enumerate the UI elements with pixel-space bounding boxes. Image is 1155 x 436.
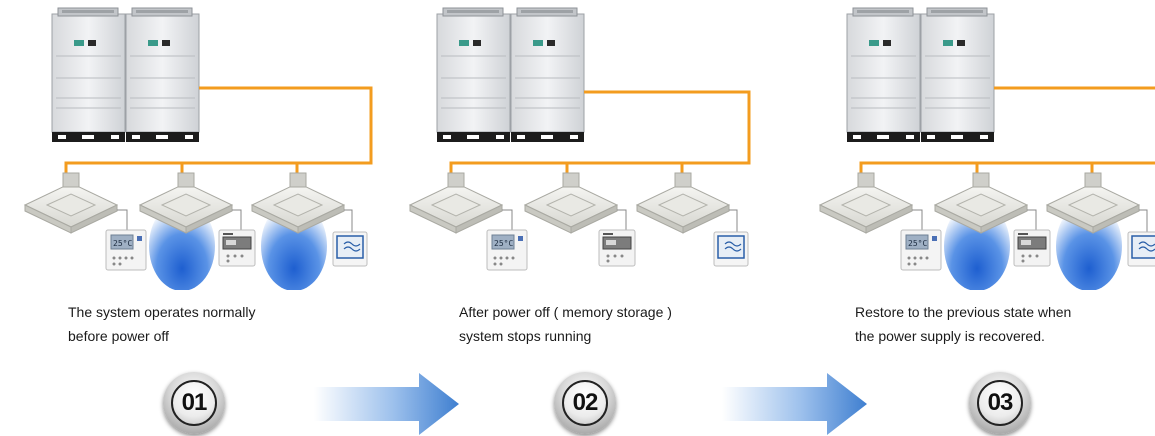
outdoor-unit [125, 7, 200, 143]
wired-controller-icon [713, 231, 749, 267]
step-badge-01: 01 [163, 372, 225, 434]
step-3-caption: Restore to the previous state when the p… [855, 300, 1071, 348]
wired-controller-icon [900, 229, 942, 271]
next-step-arrow-icon [314, 373, 459, 435]
step-number: 03 [987, 389, 1014, 416]
outdoor-unit [510, 7, 585, 143]
caption-line: The system operates normally [68, 304, 256, 320]
step-2-vrf-system-diagram [409, 7, 751, 271]
outdoor-unit [846, 7, 921, 143]
indoor-cassette-unit [819, 172, 913, 234]
step-3-vrf-system-diagram [819, 7, 1155, 290]
wired-controller-icon [1127, 231, 1155, 267]
step-badge-02: 02 [554, 372, 616, 434]
wired-controller-icon [218, 229, 256, 267]
indoor-cassette-unit [24, 172, 118, 234]
step-number: 02 [572, 389, 599, 416]
outdoor-unit [51, 7, 126, 143]
outdoor-unit [436, 7, 511, 143]
caption-line: After power off ( memory storage ) [459, 304, 672, 320]
step-3-panel: Restore to the previous state when the p… [795, 0, 1155, 436]
next-step-arrow-icon [722, 373, 867, 435]
wired-controller-icon [332, 231, 368, 267]
step-1-caption: The system operates normally before powe… [68, 300, 256, 348]
indoor-cassette-unit [636, 172, 730, 234]
indoor-cassette-unit [409, 172, 503, 234]
caption-line: Restore to the previous state when [855, 304, 1072, 320]
caption-line: before power off [68, 328, 169, 344]
outdoor-unit [920, 7, 995, 143]
step-number: 01 [181, 389, 208, 416]
step-1-vrf-system-diagram [24, 7, 373, 290]
step-1-panel: The system operates normally before powe… [0, 0, 385, 436]
refrigerant-pipe [449, 90, 751, 178]
step-badge-03: 03 [969, 372, 1031, 434]
refrigerant-pipe [64, 86, 373, 178]
wired-controller-icon [486, 229, 528, 271]
caption-line: system stops running [459, 328, 592, 344]
step-2-panel: After power off ( memory storage ) syste… [385, 0, 770, 436]
step-2-caption: After power off ( memory storage ) syste… [459, 300, 672, 348]
wired-controller-icon [1013, 229, 1051, 267]
wired-controller-icon [598, 229, 636, 267]
indoor-cassette-unit [524, 172, 618, 234]
caption-line: the power supply is recovered. [855, 328, 1045, 344]
wired-controller-icon [105, 229, 147, 271]
